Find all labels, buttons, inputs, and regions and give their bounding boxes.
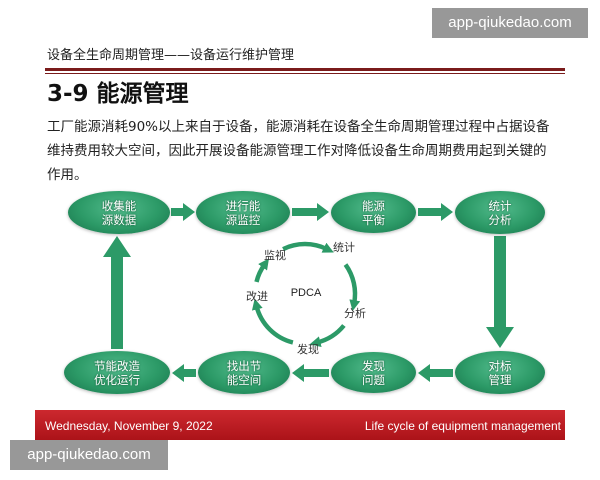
node-label-line: 管理 (488, 372, 512, 387)
pdca-arc (254, 258, 270, 283)
header-rule (45, 68, 565, 74)
node-energy-balance: 能源 平衡 (331, 192, 416, 233)
node-label-line: 能空间 (226, 372, 262, 387)
node-label-line: 源数据 (101, 212, 137, 227)
arrow-left (418, 364, 453, 382)
pdca-center-label: PDCA (290, 287, 322, 299)
footer-tagline: Life cycle of equipment management (364, 419, 561, 433)
arrow-left (292, 364, 329, 382)
pdca-step-label: 监视 (264, 249, 286, 262)
node-label-line: 进行能 (225, 198, 261, 213)
body-text-line: 工厂能源消耗90%以上来自于设备，能源消耗在设备全生命周期管理过程中占据设备 (47, 119, 550, 135)
arrow-up (103, 236, 131, 349)
node-label-line: 发现 (362, 358, 385, 373)
pdca-step-label: 发现 (297, 343, 319, 356)
node-discover-problems: 发现 问题 (331, 352, 416, 393)
node-benchmark-management: 对标 管理 (455, 351, 545, 394)
node-label-line: 节能改造 (94, 358, 140, 373)
pdca-arc (282, 241, 334, 253)
pdca-step-label: 统计 (333, 241, 355, 254)
pdca-step-label: 改进 (246, 290, 268, 303)
node-label-line: 优化运行 (94, 372, 140, 387)
node-label-line: 统计 (488, 198, 512, 213)
node-label-line: 源监控 (225, 212, 261, 227)
arrow-right (418, 203, 453, 221)
pdca-arc (343, 263, 361, 312)
node-label-line: 问题 (362, 372, 385, 387)
watermark-bottom: app-qiukedao.com (10, 440, 168, 470)
node-find-saving-space: 找出节 能空间 (198, 351, 290, 394)
arrow-right (171, 203, 195, 221)
node-label-line: 找出节 (226, 358, 262, 373)
node-label-line: 收集能 (101, 198, 137, 213)
node-label-line: 平衡 (362, 212, 385, 227)
section-header: 设备全生命周期管理——设备运行维护管理 (47, 48, 295, 63)
arrow-right (292, 203, 329, 221)
footer-date: Wednesday, November 9, 2022 (45, 419, 213, 433)
body-text-line: 维持费用较大空间，因此开展设备能源管理工作对降低设备生命周期费用起到关键的 (47, 143, 547, 159)
node-collect-energy-data: 收集能 源数据 (68, 191, 170, 234)
node-statistics-analysis: 统计 分析 (455, 191, 545, 234)
node-label-line: 对标 (488, 358, 512, 373)
watermark-top: app-qiukedao.com (432, 8, 588, 38)
arrow-down (486, 236, 514, 348)
pdca-arc (309, 324, 346, 348)
pdca-step-label: 分析 (344, 307, 366, 320)
node-label-line: 能源 (362, 198, 385, 213)
slide-title: 3-9 能源管理 (47, 81, 189, 107)
arrow-left (172, 364, 196, 382)
footer-bar: Wednesday, November 9, 2022 Life cycle o… (35, 410, 565, 440)
node-retrofit-optimize: 节能改造 优化运行 (64, 351, 170, 394)
body-text-line: 作用。 (47, 167, 88, 183)
node-energy-monitoring: 进行能 源监控 (196, 191, 290, 234)
node-label-line: 分析 (488, 212, 512, 227)
pdca-arc (251, 298, 294, 345)
